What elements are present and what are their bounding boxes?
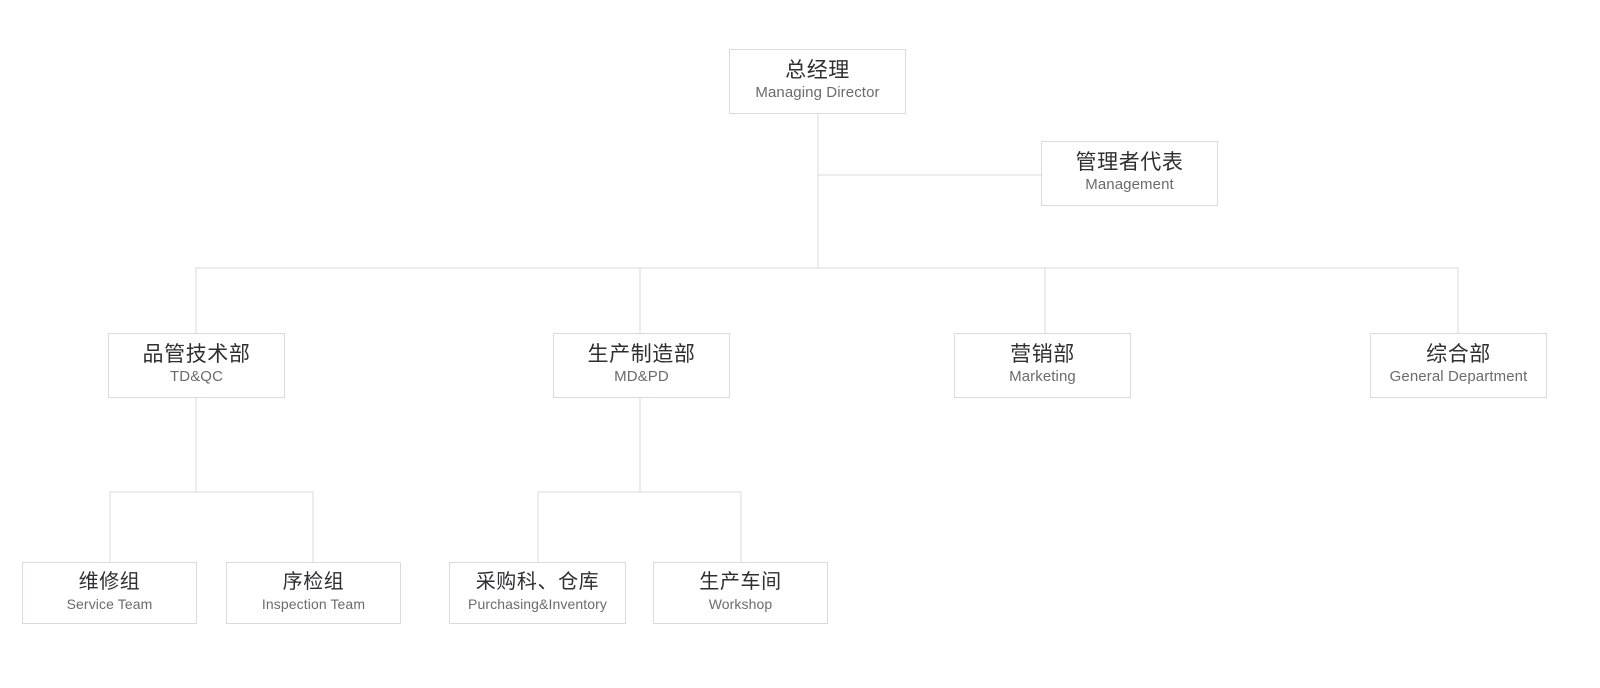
org-node-inspection-team-label-cn: 序检组 [282, 571, 345, 594]
org-node-marketing-label-cn: 营销部 [1010, 342, 1075, 366]
org-node-purchasing-inventory-label-cn: 采购科、仓库 [475, 571, 600, 594]
org-node-workshop-label-cn: 生产车间 [699, 571, 782, 594]
org-node-md-pd[interactable]: 生产制造部 MD&PD [553, 333, 730, 398]
org-node-managing-director[interactable]: 总经理 Managing Director [729, 49, 906, 114]
org-node-td-qc[interactable]: 品管技术部 TD&QC [108, 333, 285, 398]
org-node-purchasing-inventory[interactable]: 采购科、仓库 Purchasing&Inventory [449, 562, 626, 624]
org-node-td-qc-label-cn: 品管技术部 [142, 342, 251, 366]
org-node-md-pd-label-en: MD&PD [614, 368, 669, 386]
org-node-inspection-team[interactable]: 序检组 Inspection Team [226, 562, 401, 624]
org-node-managing-director-label-en: Managing Director [755, 84, 880, 102]
org-node-service-team[interactable]: 维修组 Service Team [22, 562, 197, 624]
org-node-marketing[interactable]: 营销部 Marketing [954, 333, 1131, 398]
org-node-management-label-cn: 管理者代表 [1075, 150, 1184, 174]
org-node-service-team-label-en: Service Team [66, 595, 153, 612]
org-node-td-qc-label-en: TD&QC [170, 368, 223, 386]
org-node-md-pd-label-cn: 生产制造部 [587, 342, 696, 366]
org-node-managing-director-label-cn: 总经理 [785, 58, 850, 82]
org-node-service-team-label-cn: 维修组 [78, 571, 141, 594]
org-node-inspection-team-label-en: Inspection Team [261, 595, 366, 612]
org-node-general-department[interactable]: 综合部 General Department [1370, 333, 1547, 398]
org-node-management-label-en: Management [1085, 176, 1174, 194]
org-node-workshop[interactable]: 生产车间 Workshop [653, 562, 828, 624]
org-node-workshop-label-en: Workshop [708, 595, 773, 612]
org-node-management[interactable]: 管理者代表 Management [1041, 141, 1218, 206]
org-node-purchasing-inventory-label-en: Purchasing&Inventory [468, 595, 607, 612]
org-node-general-department-label-cn: 综合部 [1426, 342, 1491, 366]
org-node-marketing-label-en: Marketing [1009, 368, 1076, 386]
org-node-general-department-label-en: General Department [1389, 368, 1528, 386]
